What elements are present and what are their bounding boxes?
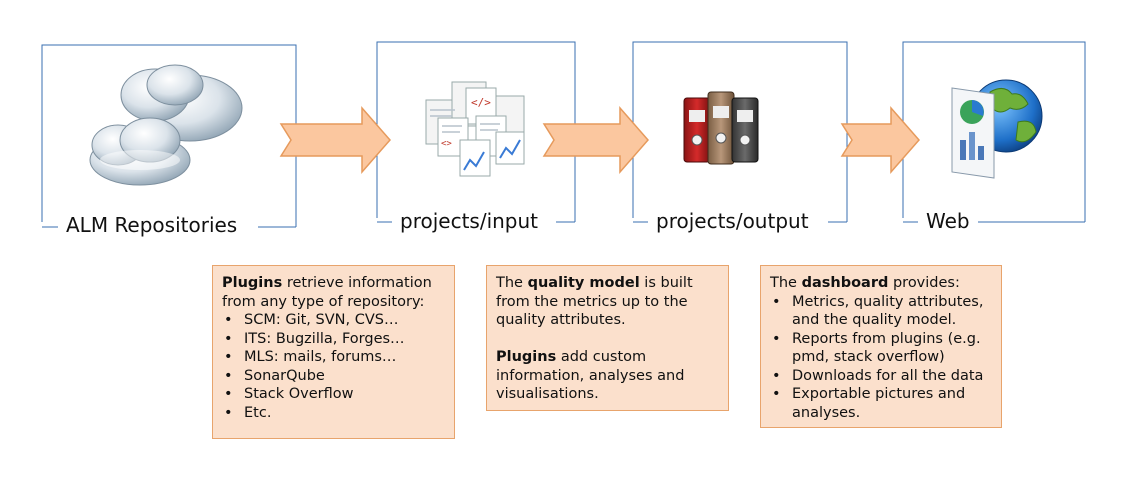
stage-label-input: projects/input [392,209,547,233]
list-item: Reports from plugins (e.g. pmd, stack ov… [772,330,992,367]
stage-label-output: projects/output [648,209,817,233]
plugins-keyword: Plugins [496,349,557,365]
quality-p1-pre: The [496,275,528,291]
plugins-note-intro: Plugins retrieve information from any ty… [222,274,445,311]
list-item: Etc. [224,404,445,423]
stage-label-web: Web [918,209,978,233]
quality-p1-post: is built from the metrics up to the qual… [496,275,693,328]
list-item: MLS: mails, forums… [224,348,445,367]
plugins-intro-text: retrieve information from any type of re… [222,275,432,310]
stage-label-alm: ALM Repositories [58,213,246,237]
flow-arrow-1 [279,106,391,174]
globe-chart-icon [951,79,1043,179]
flow-arrow-2 [542,106,649,174]
documents-icon: </> <> [425,81,525,177]
svg-text:<>: <> [441,139,452,149]
quality-model-note: The quality model is built from the metr… [486,265,729,411]
list-item: Exportable pictures and analyses. [772,385,992,422]
list-item: SCM: Git, SVN, CVS… [224,311,445,330]
quality-note-paragraph-1: The quality model is built from the metr… [496,274,719,330]
quality-model-keyword: quality model [527,275,640,291]
list-item: Stack Overflow [224,385,445,404]
list-item: Downloads for all the data [772,367,992,386]
dashboard-intro-post: provides: [888,275,960,291]
dashboard-intro-pre: The [770,275,802,291]
svg-text:</>: </> [471,96,491,109]
dashboard-keyword: dashboard [801,275,889,291]
plugins-list: SCM: Git, SVN, CVS… ITS: Bugzilla, Forge… [222,311,445,422]
quality-p2-post: add custom information, analyses and vis… [496,349,685,402]
list-item: Metrics, quality attributes, and the qua… [772,293,992,330]
binders-icon [683,91,759,165]
list-item: SonarQube [224,367,445,386]
plugins-note: Plugins retrieve information from any ty… [212,265,455,439]
quality-note-paragraph-2: Plugins add custom information, analyses… [496,348,719,404]
dashboard-note: The dashboard provides: Metrics, quality… [760,265,1002,428]
list-item: ITS: Bugzilla, Forges… [224,330,445,349]
flow-arrow-3 [840,106,920,174]
plugins-keyword: Plugins [222,275,283,291]
dashboard-list: Metrics, quality attributes, and the qua… [770,293,992,423]
cloud-icon [89,64,243,186]
dashboard-note-intro: The dashboard provides: [770,274,992,293]
